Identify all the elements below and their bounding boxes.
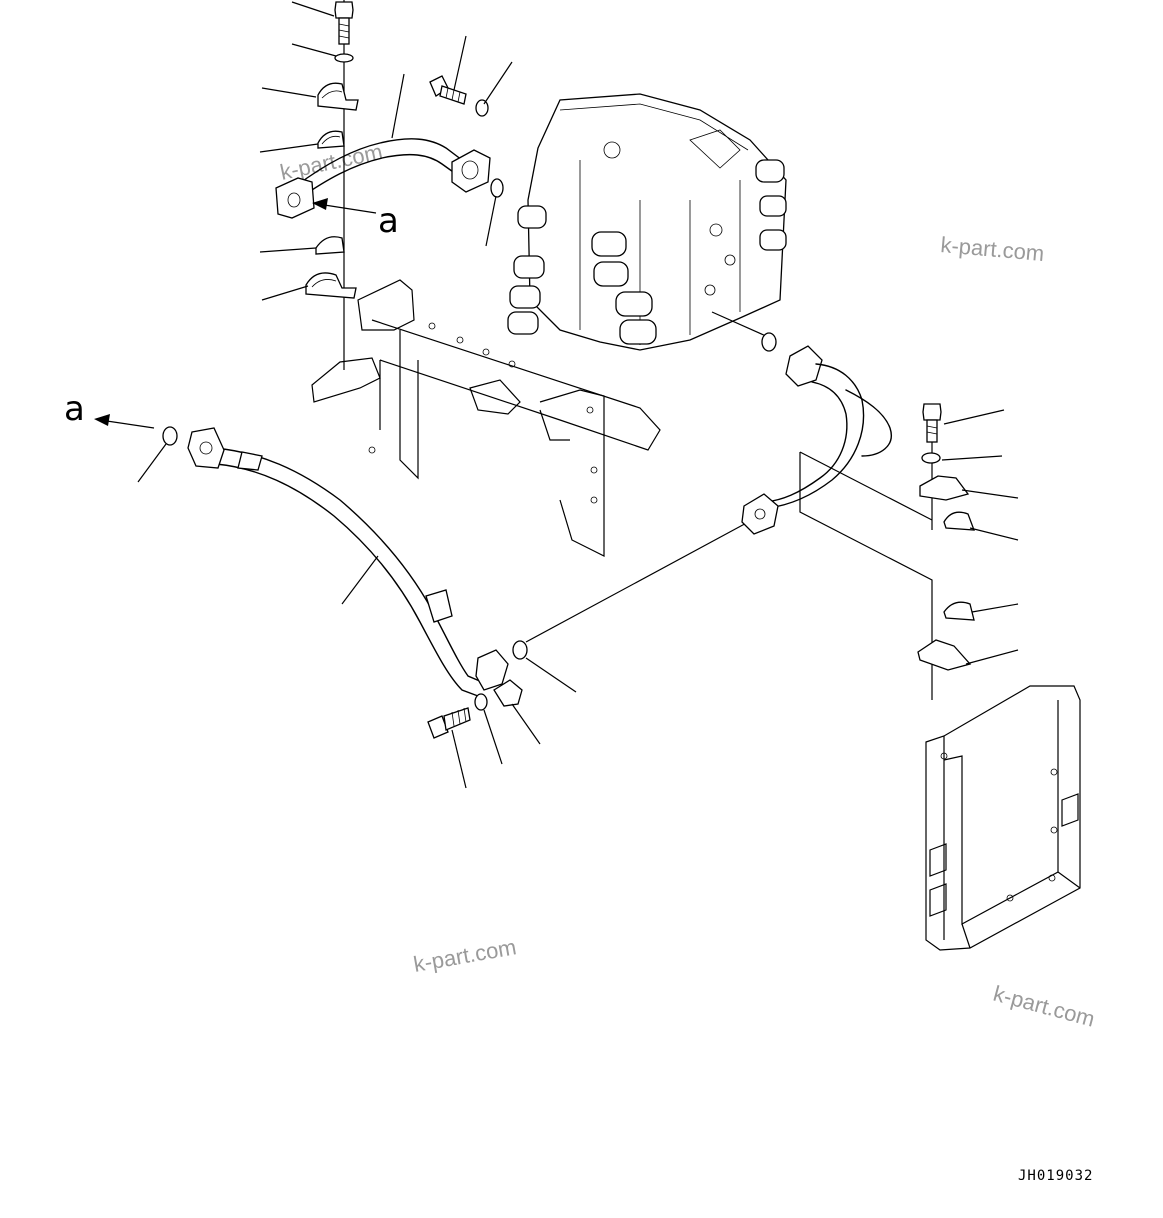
clamp bbox=[917, 639, 972, 671]
clamp bbox=[493, 679, 523, 707]
leader-line bbox=[391, 73, 405, 139]
o-ring bbox=[761, 332, 777, 352]
hose-fitting bbox=[741, 493, 779, 535]
spool-cap bbox=[507, 205, 547, 335]
flange bbox=[275, 177, 315, 219]
connection-line bbox=[525, 519, 753, 643]
clamp bbox=[317, 82, 359, 111]
leader-line bbox=[291, 43, 337, 57]
clamp bbox=[317, 130, 345, 149]
leader-line bbox=[969, 527, 1019, 541]
leader-line bbox=[485, 195, 497, 247]
arrow-head-icon bbox=[312, 198, 328, 210]
bolt bbox=[922, 403, 942, 443]
leader-line bbox=[137, 443, 167, 483]
hose-fitting bbox=[475, 649, 509, 691]
spool-cap bbox=[591, 231, 657, 345]
leader-line bbox=[261, 285, 309, 301]
reference-letter: a bbox=[64, 389, 85, 429]
assembly-outline bbox=[799, 452, 933, 700]
washer bbox=[334, 53, 354, 63]
drawing-code: JH019032 bbox=[1018, 1168, 1093, 1184]
hose-fitting bbox=[785, 345, 823, 387]
assembly-outline bbox=[799, 451, 933, 521]
clamp bbox=[315, 236, 345, 255]
lower-hose bbox=[187, 427, 509, 697]
hose-fitting bbox=[187, 427, 225, 469]
leader-line bbox=[511, 703, 541, 745]
watermark: k-part.com bbox=[412, 934, 519, 977]
washer bbox=[921, 452, 941, 464]
leader-line bbox=[965, 649, 1019, 665]
leader-line bbox=[941, 455, 1003, 461]
washer bbox=[474, 693, 488, 711]
clamp bbox=[943, 511, 975, 531]
washer bbox=[475, 99, 489, 117]
arrow-line bbox=[99, 419, 155, 429]
bolt bbox=[429, 35, 467, 105]
o-ring bbox=[490, 178, 504, 198]
leader-line bbox=[261, 87, 317, 98]
mounting-bracket bbox=[925, 685, 1081, 951]
o-ring bbox=[162, 426, 178, 446]
right-hose bbox=[741, 345, 892, 535]
watermark: k-part.com bbox=[940, 232, 1046, 266]
control-valve bbox=[507, 93, 787, 351]
leader-line bbox=[259, 143, 319, 153]
clamp bbox=[305, 272, 357, 299]
leader-line bbox=[525, 657, 577, 693]
leader-line bbox=[259, 247, 317, 253]
leader-line bbox=[971, 603, 1019, 613]
arrow-head-icon bbox=[94, 414, 110, 426]
leader-line bbox=[451, 729, 467, 789]
leader-line bbox=[483, 709, 503, 765]
arrow-line bbox=[317, 203, 377, 214]
leader-line bbox=[711, 311, 767, 337]
spool-cap bbox=[755, 159, 787, 251]
bolt bbox=[334, 1, 354, 45]
leader-line bbox=[483, 61, 513, 105]
frame-bracket bbox=[311, 279, 661, 557]
leader-line bbox=[291, 1, 335, 17]
leader-line bbox=[961, 489, 1019, 499]
leader-line bbox=[943, 409, 1005, 425]
reference-letter: a bbox=[378, 201, 399, 241]
upper-tube: a bbox=[275, 73, 491, 241]
flange bbox=[451, 149, 491, 193]
leader-line bbox=[341, 555, 379, 605]
o-ring bbox=[512, 640, 528, 660]
clamp bbox=[943, 601, 975, 621]
bolt bbox=[427, 707, 471, 739]
clamp bbox=[919, 475, 970, 501]
upper-clamp-stack bbox=[259, 0, 359, 370]
watermark: k-part.com bbox=[991, 981, 1098, 1032]
